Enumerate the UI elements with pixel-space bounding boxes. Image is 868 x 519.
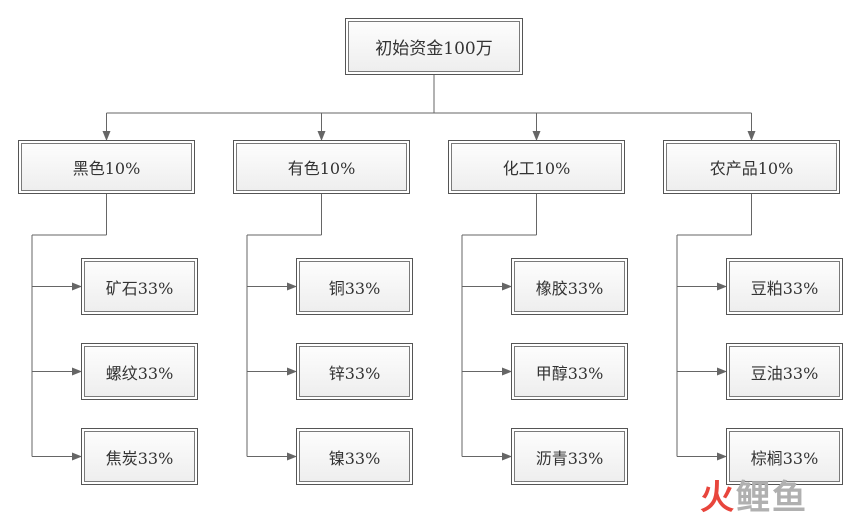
child-node-label: 铜33%	[299, 261, 410, 312]
category-node-label: 农产品10%	[666, 143, 837, 191]
child-node-label: 镍33%	[299, 431, 410, 482]
child-node: 豆粕33%	[726, 258, 843, 315]
child-node: 铜33%	[296, 258, 413, 315]
category-node-label: 有色10%	[236, 143, 407, 191]
child-node-label: 橡胶33%	[514, 261, 625, 312]
category-node: 黑色10%	[18, 140, 195, 194]
child-node-label: 豆粕33%	[729, 261, 840, 312]
child-node: 橡胶33%	[511, 258, 628, 315]
child-node-label: 锌33%	[299, 346, 410, 397]
child-node: 矿石33%	[81, 258, 198, 315]
child-node: 豆油33%	[726, 343, 843, 400]
child-node-label: 甲醇33%	[514, 346, 625, 397]
child-node: 棕榈33%	[726, 428, 843, 485]
child-node-label: 沥青33%	[514, 431, 625, 482]
category-node: 化工10%	[448, 140, 625, 194]
category-node-label: 黑色10%	[21, 143, 192, 191]
watermark-logo: 火鲤鱼	[700, 470, 808, 519]
category-node: 有色10%	[233, 140, 410, 194]
child-node: 锌33%	[296, 343, 413, 400]
child-node-label: 矿石33%	[84, 261, 195, 312]
child-node: 螺纹33%	[81, 343, 198, 400]
child-node: 镍33%	[296, 428, 413, 485]
child-node-label: 棕榈33%	[729, 431, 840, 482]
watermark-part2: 鲤鱼	[736, 478, 808, 518]
child-node-label: 焦炭33%	[84, 431, 195, 482]
child-node: 沥青33%	[511, 428, 628, 485]
child-node: 焦炭33%	[81, 428, 198, 485]
child-node-label: 螺纹33%	[84, 346, 195, 397]
child-node: 甲醇33%	[511, 343, 628, 400]
root-node: 初始资金100万	[345, 18, 523, 75]
child-node-label: 豆油33%	[729, 346, 840, 397]
watermark-part1: 火	[700, 478, 736, 518]
category-node-label: 化工10%	[451, 143, 622, 191]
category-node: 农产品10%	[663, 140, 840, 194]
root-node-label: 初始资金100万	[348, 21, 520, 72]
